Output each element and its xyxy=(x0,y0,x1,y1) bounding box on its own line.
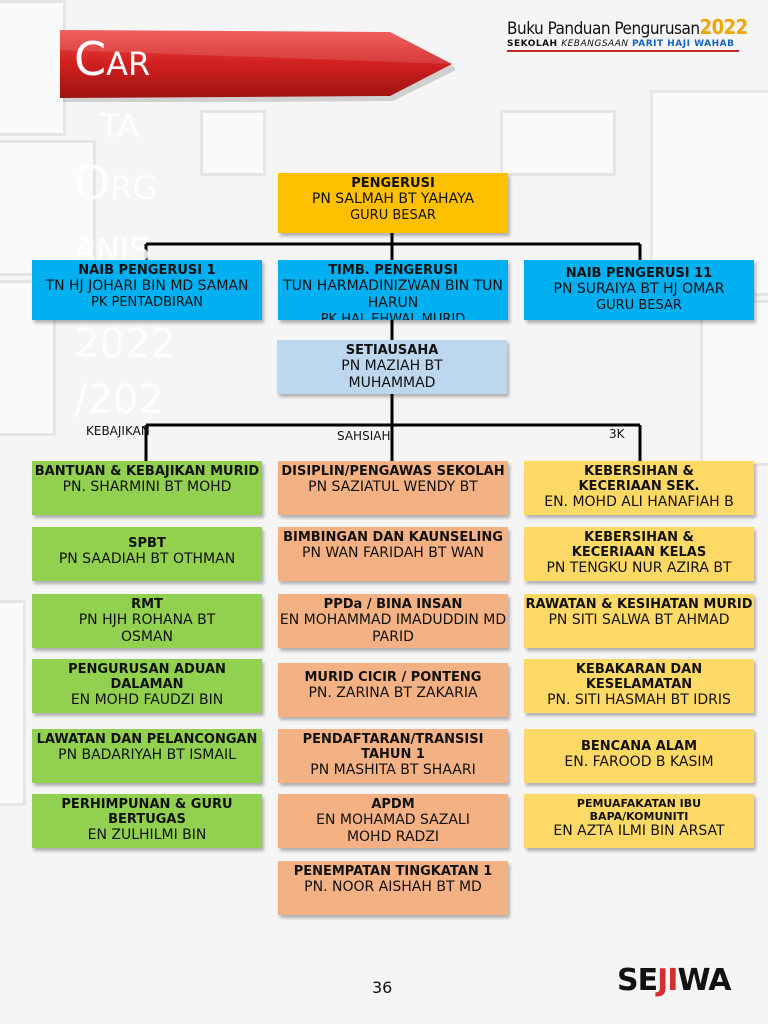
3k-unit-box: KEBERSIHAN & KECERIAAN KELAS PN TENGKU N… xyxy=(524,527,754,581)
secretary-box: SETIAUSAHA PN MAZIAH BT MUHAMMAD xyxy=(277,340,507,394)
kebajikan-unit-box: PENGURUSAN ADUAN DALAMAN EN MOHD FAUDZI … xyxy=(32,659,262,713)
sahsiah-unit-box: PENDAFTARAN/TRANSISI TAHUN 1 PN MASHITA … xyxy=(278,729,508,783)
sahsiah-unit-box: PENEMPATAN TINGKATAN 1 PN. NOOR AISHAH B… xyxy=(278,861,508,915)
handbook-title: Buku Panduan Pengurusan2022 xyxy=(507,15,748,39)
deputy-chair-box: TIMB. PENGERUSI TUN HARMADINIZWAN BIN TU… xyxy=(278,260,508,320)
kebajikan-unit-box: BANTUAN & KEBAJIKAN MURID PN. SHARMINI B… xyxy=(32,461,262,515)
sahsiah-unit-box: APDM EN MOHAMAD SAZALI MOHD RADZI xyxy=(278,794,508,848)
3k-unit-box: KEBERSIHAN & KECERIAAN SEK. EN. MOHD ALI… xyxy=(524,461,754,515)
page-number: 36 xyxy=(372,978,393,997)
vice-chair-right-box: NAIB PENGERUSI 11 PN SURAIYA BT HJ OMAR … xyxy=(524,260,754,320)
3k-unit-box: PEMUAFAKATAN IBU BAPA/KOMUNITI EN AZTA I… xyxy=(524,794,754,848)
vice-chair-left-box: NAIB PENGERUSI 1 TN HJ JOHARI BIN MD SAM… xyxy=(32,260,262,320)
chair-box: PENGERUSI PN SALMAH BT YAHAYA GURU BESAR xyxy=(278,173,508,233)
sahsiah-unit-box: DISIPLIN/PENGAWAS SEKOLAH PN SAZIATUL WE… xyxy=(278,461,508,515)
title-line: /202 xyxy=(74,377,164,423)
sejiwa-logo: SEJIWA xyxy=(617,963,731,998)
title-line: Org xyxy=(74,156,158,210)
handbook-header: Buku Panduan Pengurusan2022 SEKOLAH KEBA… xyxy=(507,15,748,52)
3k-unit-box: RAWATAN & KESIHATAN MURID PN SITI SALWA … xyxy=(524,594,754,648)
column-label-3k: 3K xyxy=(609,427,625,441)
kebajikan-unit-box: PERHIMPUNAN & GURU BERTUGAS EN ZULHILMI … xyxy=(32,794,262,848)
3k-unit-box: BENCANA ALAM EN. FAROOD B KASIM xyxy=(524,729,754,783)
kebajikan-unit-box: LAWATAN DAN PELANCONGAN PN BADARIYAH BT … xyxy=(32,729,262,783)
column-label-sahsiah: SAHSIAH xyxy=(337,429,391,443)
title-line: 2022 xyxy=(74,321,176,367)
sahsiah-unit-box: BIMBINGAN DAN KAUNSELING PN WAN FARIDAH … xyxy=(278,527,508,581)
school-name: SEKOLAH KEBANGSAAN PARIT HAJI WAHAB xyxy=(507,39,739,52)
title-line: ta xyxy=(100,94,139,148)
sahsiah-unit-box: PPDa / BINA INSAN EN MOHAMMAD IMADUDDIN … xyxy=(278,594,508,648)
chart-title-overflow: Car ta Org anis 2022 /202 xyxy=(74,36,176,420)
3k-unit-box: KEBAKARAN DAN KESELAMATAN PN. SITI HASMA… xyxy=(524,659,754,713)
kebajikan-unit-box: SPBT PN SAADIAH BT OTHMAN xyxy=(32,527,262,581)
kebajikan-unit-box: RMT PN HJH ROHANA BT OSMAN xyxy=(32,594,262,648)
handbook-year: 2022 xyxy=(699,15,749,39)
column-label-kebajikan: KEBAJIKAN xyxy=(86,424,150,438)
title-ribbon xyxy=(60,30,455,102)
sahsiah-unit-box: MURID CICIR / PONTENG PN. ZARINA BT ZAKA… xyxy=(278,663,508,717)
title-line: Car xyxy=(74,32,151,86)
